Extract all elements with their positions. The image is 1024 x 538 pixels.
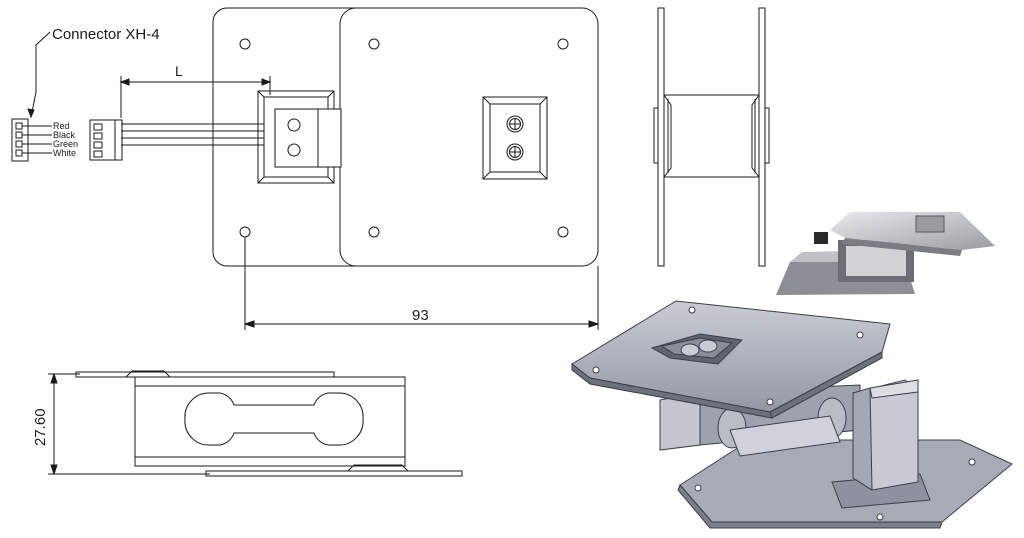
width-label: 93	[412, 307, 429, 324]
product-photo	[776, 205, 996, 303]
screw-icon	[506, 143, 524, 161]
mounting-hole	[239, 38, 251, 50]
beam-end	[274, 108, 342, 168]
connector-title: Connector XH-4	[52, 26, 160, 43]
width-dimension	[243, 237, 600, 330]
screw-icon	[680, 343, 700, 357]
connector-plug	[89, 119, 123, 161]
length-label: L	[175, 63, 183, 79]
mounting-hole	[239, 226, 251, 238]
wire-label-green: Green	[53, 139, 78, 149]
screw-icon	[506, 115, 524, 133]
isometric-render	[571, 300, 1013, 529]
wire-label-white: White	[53, 148, 76, 158]
bending-beam-cutout	[184, 392, 364, 446]
height-dimension	[48, 372, 210, 476]
mounting-hole	[368, 38, 380, 50]
screw-hole	[287, 118, 301, 132]
end-view	[653, 7, 770, 267]
wire-label-red: Red	[53, 121, 70, 131]
wire-label-black: Black	[53, 130, 76, 140]
mounting-hole	[557, 226, 569, 238]
sensor-pocket-right	[482, 96, 548, 180]
screw-hole	[287, 143, 301, 157]
connector-xh4-symbol	[11, 31, 52, 162]
height-label: 27.60	[32, 408, 49, 446]
cable	[121, 123, 264, 146]
length-dimension	[119, 76, 272, 118]
mounting-hole	[557, 38, 569, 50]
top-view	[89, 7, 600, 330]
mounting-hole	[368, 226, 380, 238]
screw-icon	[698, 339, 718, 353]
front-view	[75, 370, 463, 477]
